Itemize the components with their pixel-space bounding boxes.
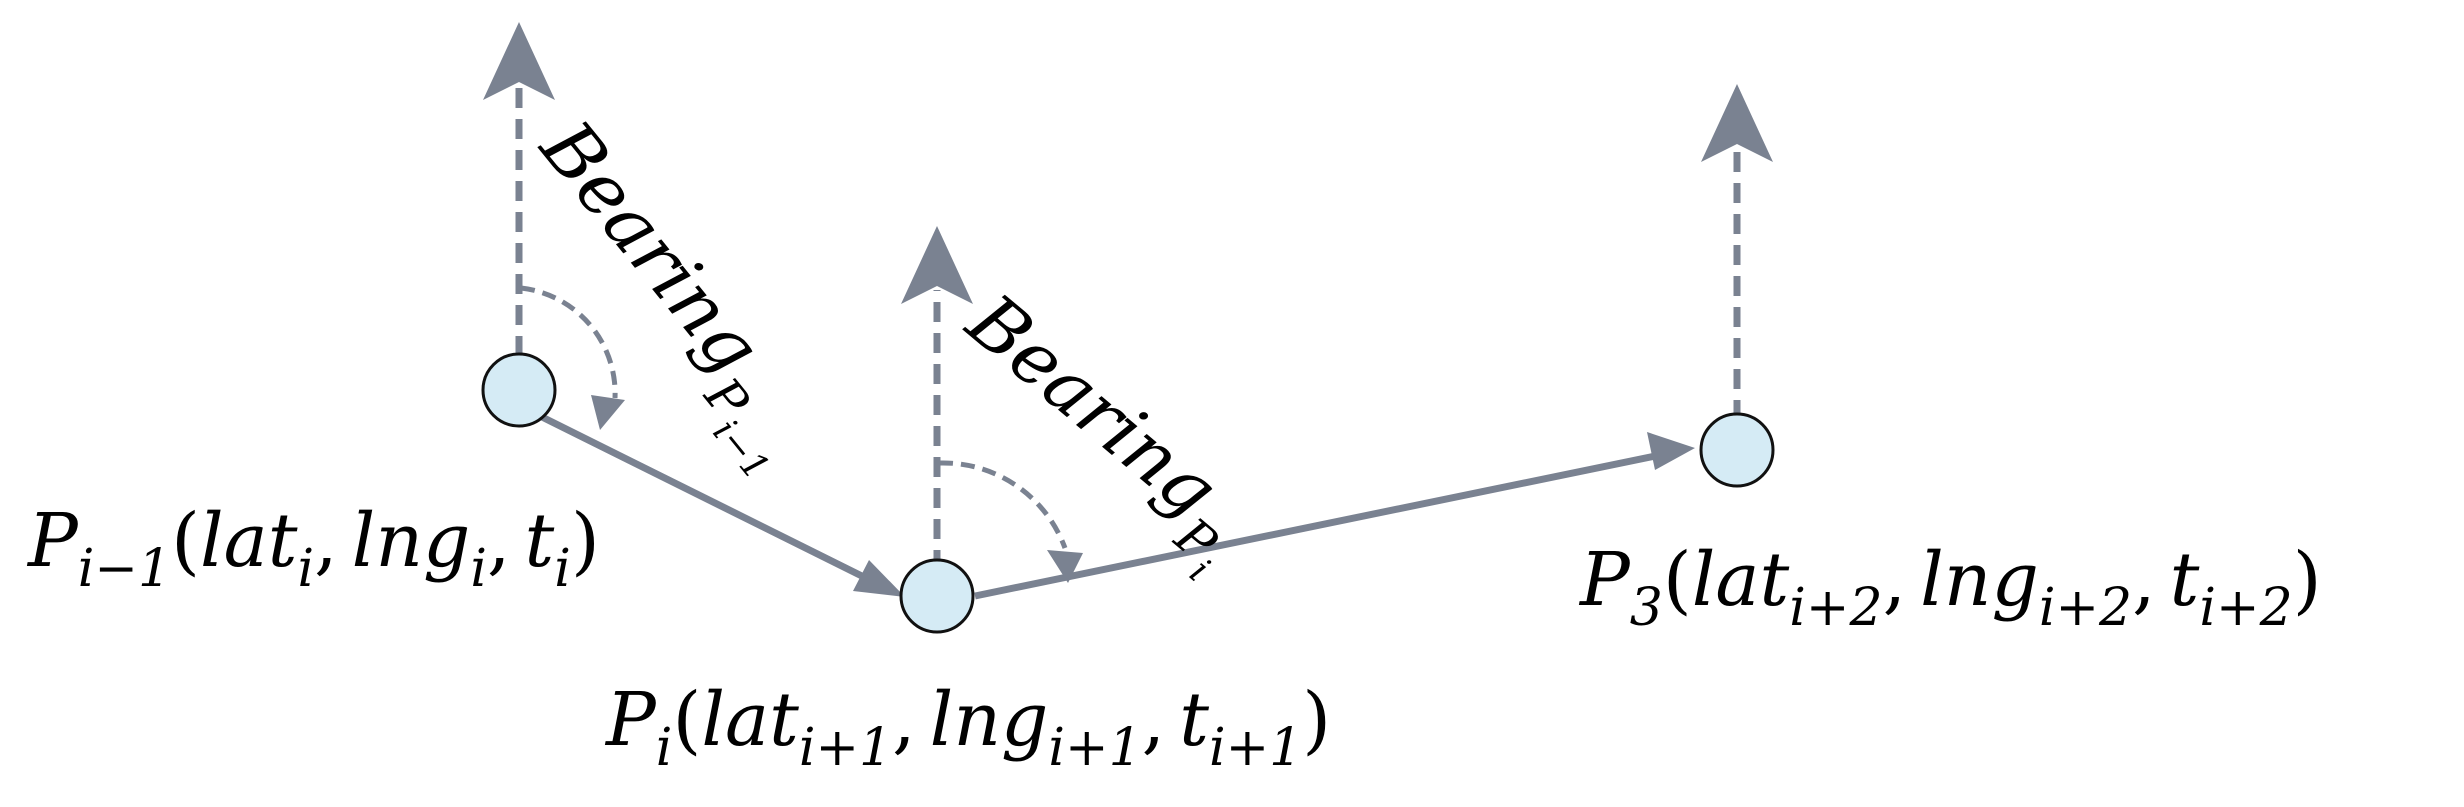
segment-arrowhead-to-p-3 bbox=[1647, 432, 1695, 470]
trajectory-segments bbox=[538, 412, 1695, 600]
node-p-3 bbox=[1699, 412, 1775, 488]
node-p-i bbox=[899, 558, 975, 634]
bearing-arcs bbox=[520, 285, 1083, 583]
north-arrowhead-p-i bbox=[901, 226, 973, 304]
bearing-arc-p-i bbox=[938, 460, 1068, 549]
node-p-i-minus-1 bbox=[481, 352, 557, 428]
bearing-arc-p-i-minus-1 bbox=[520, 285, 618, 399]
segment-arrowhead-to-p-i bbox=[853, 560, 905, 597]
bearing-arc-arrowhead-p-i-minus-1 bbox=[591, 395, 625, 430]
bearing-arc-arrowhead-p-i bbox=[1047, 550, 1083, 583]
point-label-p-3: P3(lati+2,lngi+2,ti+2) bbox=[1578, 537, 2322, 638]
point-label-p-i: Pi(lati+1,lngi+1,ti+1) bbox=[604, 677, 1331, 778]
trajectory-nodes bbox=[481, 352, 1775, 634]
north-reference-arrows bbox=[483, 22, 1773, 570]
segment-p-i-to-p-3 bbox=[974, 449, 1671, 600]
segment-p-i-minus-1-to-p-i bbox=[538, 412, 892, 594]
north-arrowhead-p-3 bbox=[1701, 84, 1773, 162]
north-arrowhead-p-i-minus-1 bbox=[483, 22, 555, 100]
point-label-p-i-minus-1: Pi−1(lati,lngi,ti) bbox=[26, 498, 600, 599]
